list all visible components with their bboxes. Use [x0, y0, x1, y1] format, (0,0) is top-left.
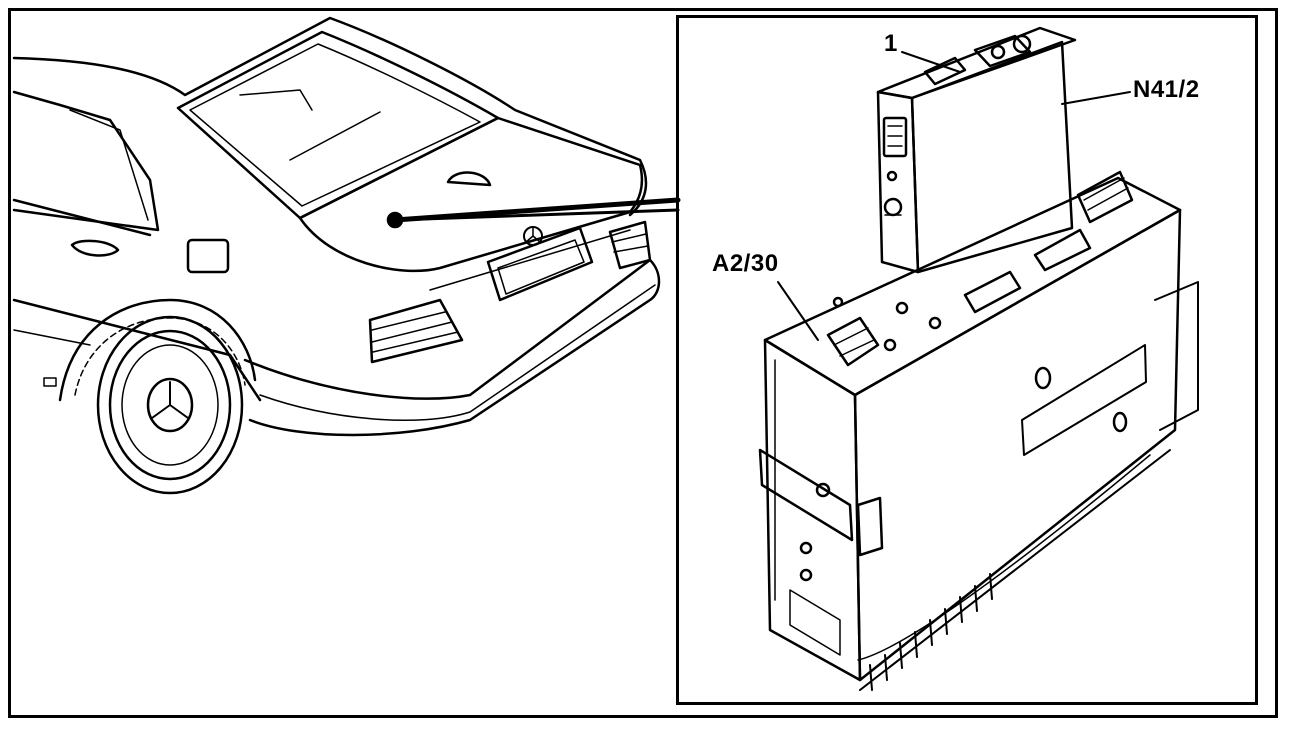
module-a2-30-illustration [758, 170, 1199, 691]
module-n41-2-illustration [876, 26, 1077, 274]
leader-n41-2 [1061, 91, 1131, 105]
leader-1 [901, 51, 961, 73]
leader-a2-30 [777, 281, 819, 341]
detail-inset-frame [676, 15, 1258, 705]
car-illustration [12, 16, 681, 495]
callout-label-n41-2: N41/2 [1133, 76, 1200, 103]
callout-label-a2-30: A2/30 [712, 250, 779, 277]
callout-leaders [777, 51, 1131, 341]
callout-label-1: 1 [884, 30, 898, 57]
